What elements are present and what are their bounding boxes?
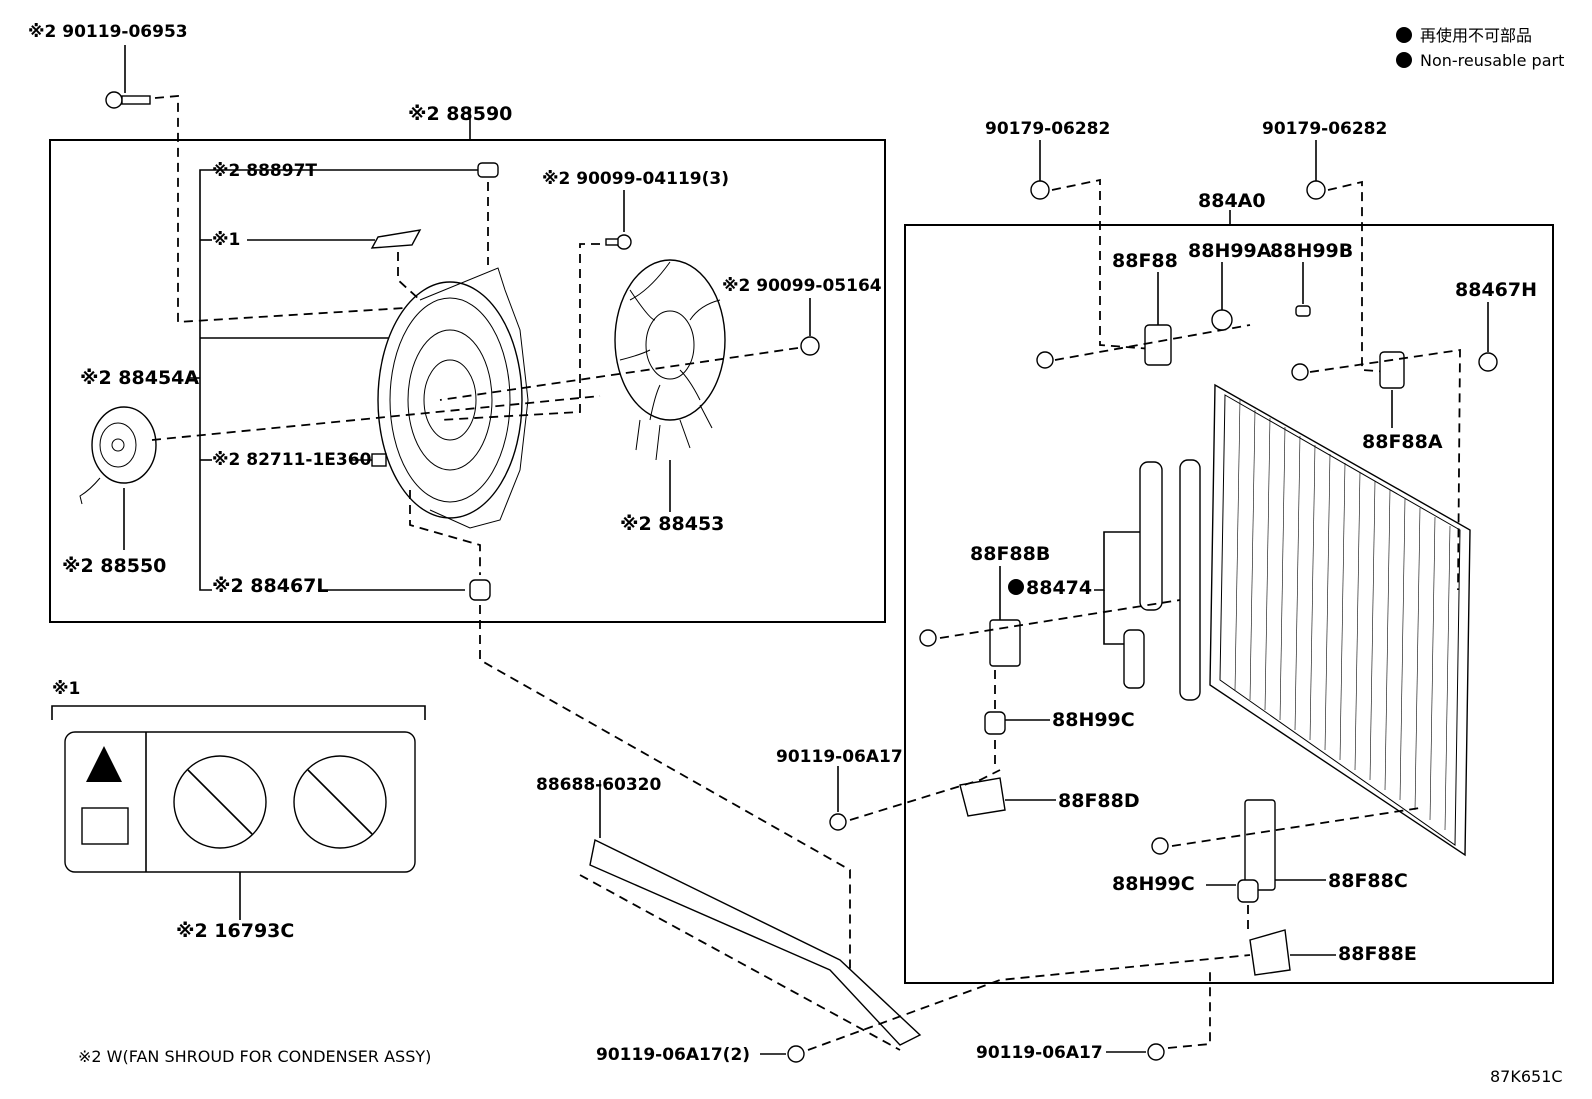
label-cushion-h99a[interactable]: 88H99A [1188,240,1272,262]
label-bracket-f88d[interactable]: 88F88D [1058,790,1140,812]
bracket-88f88d[interactable] [959,740,1056,817]
manual-icon [81,807,129,845]
label-bracket-f88c[interactable]: 88F88C [1328,870,1408,892]
label-connector[interactable]: ※2 82711-1E360 [212,450,372,470]
grommet-88467l[interactable] [409,490,851,985]
label-bolt-06a17-3[interactable]: 90119-06A17 [976,1043,1103,1063]
bolt-90119-06953[interactable] [105,45,406,323]
label-top-bolt[interactable]: ※2 90119-06953 [28,22,188,42]
leader-bracket-fan [188,110,490,591]
label-bolt-06a17-2[interactable]: 90119-06A17(2) [596,1045,750,1065]
shroud-cushion-icon [477,162,499,178]
condenser-assy-frame [904,224,1554,984]
connector-82711[interactable] [371,453,387,467]
caution-label-panel[interactable] [51,705,426,920]
cushion-88h99c-2[interactable] [1206,879,1259,903]
legend-en: Non-reusable part [1420,51,1564,70]
fan-blade[interactable] [614,259,726,512]
label-cushion-h99c-1[interactable]: 88H99C [1052,709,1135,731]
label-dryer[interactable]: 88474 [1026,577,1092,599]
label-screw[interactable]: ※2 90099-04119(3) [542,169,729,189]
cushion-88h99b[interactable] [1295,262,1311,317]
nut-90099-05164[interactable] [439,298,820,401]
label-bolt-06a17-1[interactable]: 90119-06A17 [776,747,903,767]
label-fan-blade[interactable]: ※2 88453 [620,513,724,535]
fan-motor[interactable] [79,395,601,550]
bracket-88f88c[interactable] [1151,799,1421,891]
bracket-88f88b[interactable] [919,566,1181,667]
bracket-88f88a[interactable] [1291,348,1461,591]
fan-assy-frame [49,139,886,623]
dryer-88474[interactable] [1094,461,1163,689]
label-grommet[interactable]: ※2 88467L [212,575,329,597]
label-shroud-cushion[interactable]: ※2 88897T [212,161,317,181]
label-caution-ref[interactable]: ※1 [212,230,240,250]
condenser-core[interactable] [1179,383,1471,857]
legend-jp: 再使用不可部品 [1420,26,1532,45]
cushion-88h99a[interactable] [1211,262,1233,331]
bolt-90179-06282-left[interactable] [1030,140,1166,351]
label-cushion-467h[interactable]: 88467H [1455,279,1537,301]
label-shroud[interactable]: ※2 88454A [80,367,199,389]
label-bracket-f88[interactable]: 88F88 [1112,250,1178,272]
label-bolt-left-top[interactable]: 90179-06282 [985,119,1110,139]
label-motor[interactable]: ※2 88550 [62,555,166,577]
cushion-88h99c-1[interactable] [984,670,1050,735]
label-bracket-f88e[interactable]: 88F88E [1338,943,1417,965]
fan-shroud[interactable] [377,162,529,529]
bolt-90119-06a17-3[interactable] [1106,970,1211,1061]
label-bolt-right-top[interactable]: 90179-06282 [1262,119,1387,139]
non-reusable-dot-icon [1396,27,1412,43]
screw-90099-04119[interactable] [439,190,632,421]
bracket-88f88e[interactable] [1247,905,1336,976]
cushion-88467h[interactable] [1478,302,1498,372]
non-reusable-dot-icon [1008,579,1024,595]
label-support[interactable]: 88688-60320 [536,775,662,795]
bolt-90119-06a17-2[interactable] [760,954,1251,1063]
caution-sticker-icon [370,229,422,249]
bracket-88f88[interactable] [1036,272,1251,369]
label-fan-assy[interactable]: ※2 88590 [408,103,512,125]
footnote: ※2 W(FAN SHROUD FOR CONDENSER ASSY) [78,1047,431,1066]
label-condenser[interactable]: 884A0 [1198,190,1266,212]
label-caution-group: ※1 [52,679,80,699]
support-88688[interactable] [579,780,922,1051]
label-bracket-f88a[interactable]: 88F88A [1362,431,1443,453]
label-nut-fan[interactable]: ※2 90099-05164 [722,276,882,296]
label-cushion-h99c-2[interactable]: 88H99C [1112,873,1195,895]
warning-icon [86,746,122,782]
label-bracket-f88b[interactable]: 88F88B [970,543,1050,565]
label-caution-part[interactable]: ※2 16793C [176,920,294,942]
non-reusable-dot-icon [1396,52,1412,68]
bolt-90179-06282-right[interactable] [1306,140,1391,373]
diagram-code: 87K651C [1490,1067,1563,1086]
label-cushion-h99b[interactable]: 88H99B [1270,240,1353,262]
bolt-90119-06a17-1[interactable] [829,766,1001,831]
legend: 再使用不可部品 Non-reusable part [1396,26,1564,70]
